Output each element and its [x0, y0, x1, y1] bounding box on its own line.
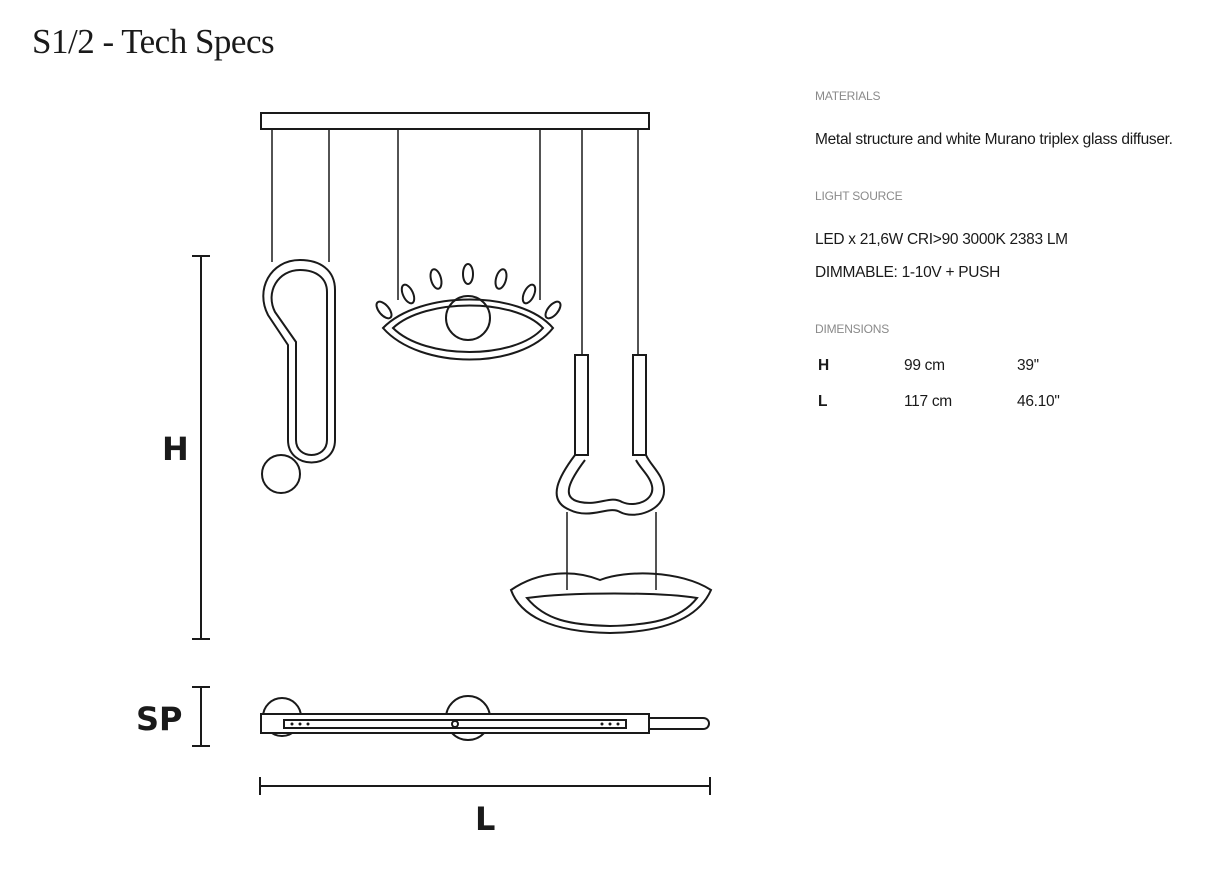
dimension-key: L: [818, 393, 828, 410]
light-source-heading: LIGHT SOURCE: [815, 189, 903, 203]
dimension-inch: 39'': [1017, 357, 1039, 374]
dimmable-line: DIMMABLE: 1-10V + PUSH: [815, 264, 1001, 281]
materials-heading: MATERIALS: [815, 89, 881, 103]
dimension-inch: 46.10'': [1017, 393, 1060, 410]
ceiling-canopy: [260, 112, 650, 130]
dimension-cm: 117 cm: [904, 393, 952, 410]
depth-dimension-line: [192, 686, 210, 747]
suspension-cables: [271, 129, 639, 355]
dimensions-heading: DIMENSIONS: [815, 322, 890, 336]
materials-text: Metal structure and white Murano triplex…: [815, 131, 1173, 148]
tech-drawing: [192, 112, 713, 795]
length-dimension-line: [259, 777, 711, 795]
s-shaped-pendant: [262, 258, 336, 464]
height-label: H: [162, 430, 189, 468]
length-label: L: [475, 800, 496, 838]
top-view: [260, 695, 710, 741]
eye-pendant: [375, 263, 562, 361]
light-source-line: LED x 21,6W CRI>90 3000K 2383 LM: [815, 231, 1068, 248]
dimension-key: H: [818, 357, 829, 374]
page-title: S1/2 - Tech Specs: [32, 22, 275, 61]
dimension-cm: 99 cm: [904, 357, 945, 374]
depth-label: SP: [136, 700, 183, 738]
globe: [261, 454, 301, 494]
lips-pendant: [509, 354, 713, 635]
height-dimension-line: [192, 255, 210, 640]
